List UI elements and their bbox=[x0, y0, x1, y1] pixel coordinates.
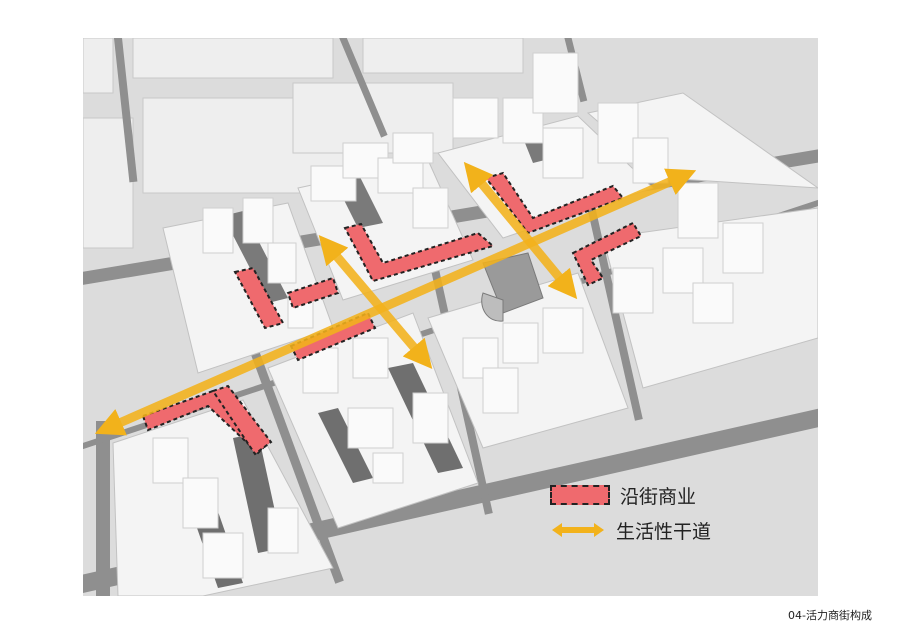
legend-label-commercial: 沿街商业 bbox=[620, 485, 697, 508]
legend-label-artery: 生活性干道 bbox=[616, 520, 712, 543]
artery-cross-2 bbox=[463, 161, 578, 300]
road-north-west bbox=[113, 38, 138, 183]
double-arrow-icon bbox=[552, 523, 604, 537]
road-north-mid bbox=[339, 38, 388, 138]
commercial-swatch bbox=[550, 485, 610, 505]
legend-item-commercial: 沿街商业 bbox=[550, 481, 696, 509]
site-plan-map bbox=[83, 38, 818, 596]
legend-item-artery: 生活性干道 bbox=[550, 516, 711, 544]
site-plan-svg bbox=[83, 38, 818, 596]
building-cluster-sw bbox=[152, 433, 299, 588]
figure-caption: 04-活力商街构成 bbox=[788, 609, 872, 622]
artery-cross-1 bbox=[318, 235, 433, 369]
living-arteries bbox=[94, 161, 697, 436]
